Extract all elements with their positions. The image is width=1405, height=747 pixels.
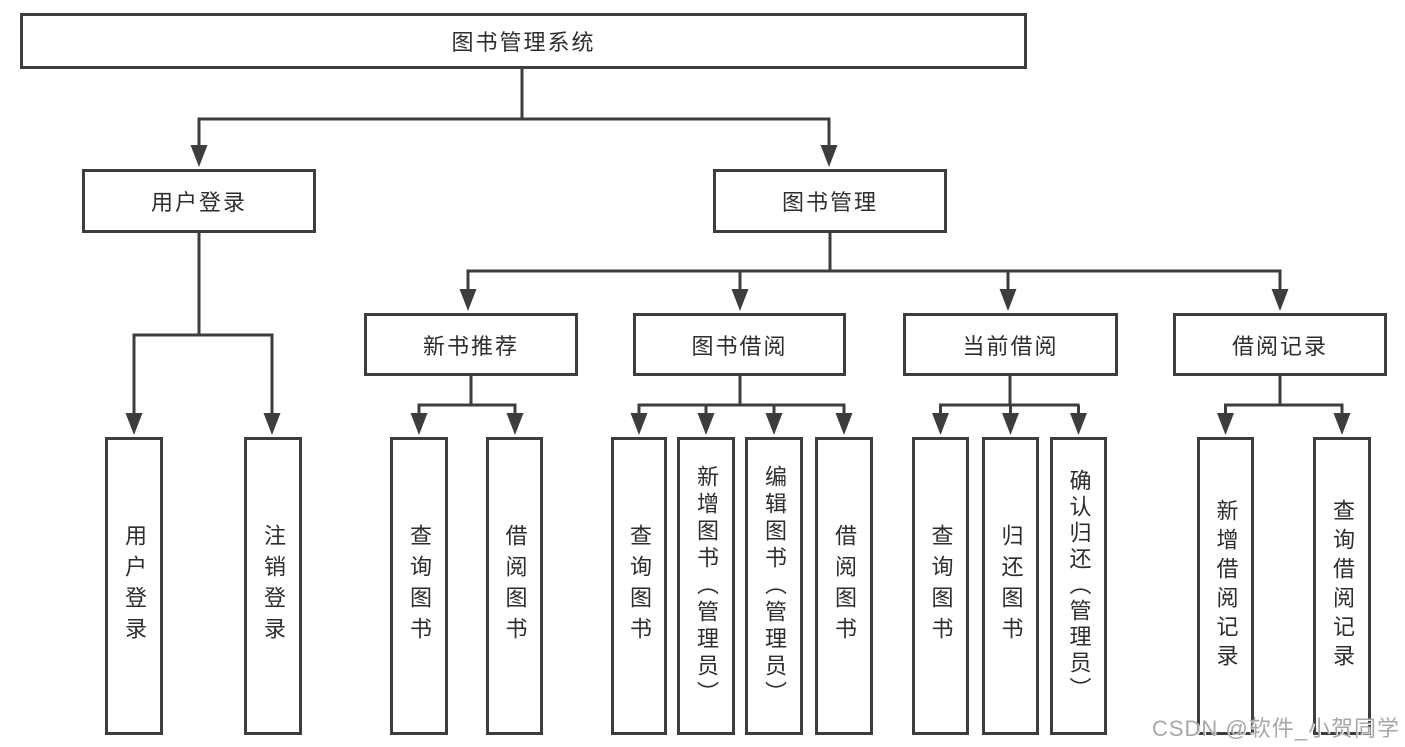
node-label: 图书借阅 <box>691 333 788 359</box>
node-label: 查询借阅记录 <box>1330 499 1355 673</box>
node-new-book-recommend: 新书推荐 <box>364 313 578 376</box>
node-label: 注销登录 <box>261 524 286 648</box>
node-book-borrow: 图书借阅 <box>633 313 846 376</box>
leaf-edit-book-admin: 编辑图书（管理员） <box>745 437 803 735</box>
node-label: 新书推荐 <box>422 333 519 359</box>
leaf-confirm-return-admin: 确认归还（管理员） <box>1050 437 1107 735</box>
node-current-borrow: 当前借阅 <box>903 313 1118 376</box>
node-label: 借阅图书 <box>832 524 857 648</box>
node-label: 用户登录 <box>150 190 247 215</box>
leaf-add-borrow-record: 新增借阅记录 <box>1197 437 1254 735</box>
leaf-return-book: 归还图书 <box>982 437 1039 735</box>
node-label: 查询图书 <box>627 524 652 648</box>
leaf-query-books-borrow: 查询图书 <box>611 437 667 735</box>
node-label: 借阅图书 <box>502 524 528 648</box>
node-library-system: 图书管理系统 <box>20 13 1027 69</box>
node-label: 当前借阅 <box>962 333 1059 359</box>
connector-book-borrow <box>637 376 846 415</box>
leaf-query-books-current: 查询图书 <box>912 437 969 735</box>
node-label: 确认归还（管理员） <box>1066 469 1092 703</box>
leaf-borrow-books-recommend: 借阅图书 <box>486 437 543 735</box>
leaf-query-borrow-record: 查询借阅记录 <box>1313 437 1371 735</box>
connector-current-borrow <box>939 376 1080 415</box>
node-borrow-records: 借阅记录 <box>1173 313 1387 376</box>
connector-root <box>197 68 831 147</box>
csdn-watermark: CSDN @软件_小贺同学 <box>1151 716 1400 741</box>
node-label: 用户登录 <box>122 524 147 648</box>
node-user-login: 用户登录 <box>82 169 316 233</box>
leaf-logout: 注销登录 <box>244 437 302 735</box>
arrowheads <box>125 145 1351 435</box>
leaf-query-books-recommend: 查询图书 <box>390 437 448 735</box>
node-book-management: 图书管理 <box>713 169 947 233</box>
node-label: 新增借阅记录 <box>1213 499 1239 673</box>
connector-borrow-records <box>1224 376 1344 415</box>
connector-user-login <box>132 233 274 415</box>
connector-book-management <box>466 233 1282 291</box>
leaf-user-login: 用户登录 <box>105 437 163 735</box>
leaf-borrow-books-2: 借阅图书 <box>815 437 873 735</box>
node-label: 编辑图书（管理员） <box>762 464 787 708</box>
node-label: 图书管理 <box>781 190 878 215</box>
node-label: 归还图书 <box>998 524 1024 648</box>
node-label: 借阅记录 <box>1231 333 1328 359</box>
node-label: 查询图书 <box>407 524 432 648</box>
node-label: 新增图书（管理员） <box>694 464 719 708</box>
connector-new-book <box>417 376 517 415</box>
leaf-add-book-admin: 新增图书（管理员） <box>677 437 735 735</box>
node-label: 查询图书 <box>928 524 954 648</box>
node-label: 图书管理系统 <box>451 30 596 55</box>
